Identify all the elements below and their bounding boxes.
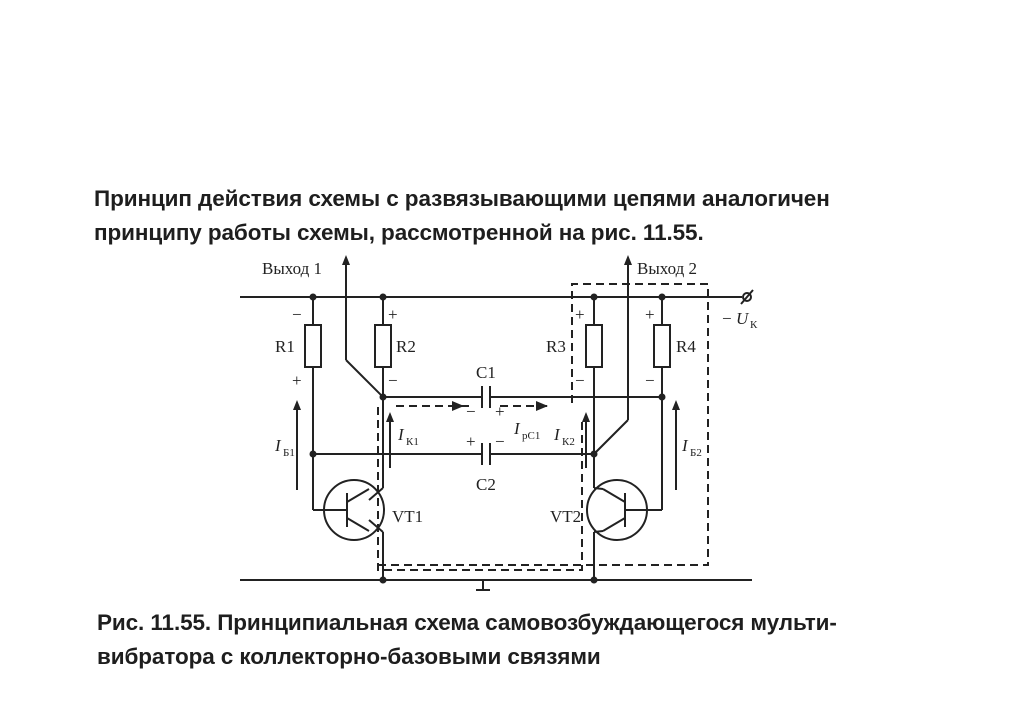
resistor-r1 bbox=[304, 324, 322, 368]
current-ib1-symbol: I bbox=[274, 436, 282, 455]
resistor-r3-label: R3 bbox=[546, 337, 566, 356]
supply-minus-sign: − bbox=[722, 309, 732, 328]
figure-caption: Рис. 11.55. Принципиальная схема самовоз… bbox=[97, 606, 977, 674]
caption-line-2: вибратора с коллекторно-базовыми связями bbox=[97, 644, 601, 669]
output-1-lead bbox=[345, 359, 384, 398]
caption-line-1: Рис. 11.55. Принципиальная схема самовоз… bbox=[97, 610, 837, 635]
junction-dot bbox=[658, 393, 666, 401]
junction-dot bbox=[590, 450, 598, 458]
resistor-r4-label: R4 bbox=[676, 337, 696, 356]
output-2-label: Выход 2 bbox=[637, 259, 697, 278]
c1-minus-sign: − bbox=[466, 402, 476, 421]
current-ipc1-subscript: рС1 bbox=[522, 430, 540, 442]
current-ik1-subscript: К1 bbox=[406, 436, 419, 448]
transistor-vt1 bbox=[323, 479, 385, 541]
resistor-r2 bbox=[374, 324, 392, 368]
capacitor-c1-label: C1 bbox=[476, 363, 496, 382]
capacitor-c2-label: C2 bbox=[476, 475, 496, 494]
junction-dot bbox=[379, 576, 387, 584]
r2-minus-sign: − bbox=[388, 371, 398, 390]
c2-minus-sign: − bbox=[495, 432, 505, 451]
resistor-r3 bbox=[585, 324, 603, 368]
output-2-lead bbox=[593, 419, 629, 455]
junction-dot bbox=[590, 293, 598, 301]
r3-minus-sign: − bbox=[575, 371, 585, 390]
junction-dot bbox=[590, 576, 598, 584]
supply-terminal bbox=[742, 292, 752, 302]
c1-plus-sign: + bbox=[495, 402, 505, 421]
transistor-vt2 bbox=[586, 479, 648, 541]
junction-dot bbox=[658, 293, 666, 301]
junction-dot bbox=[379, 393, 387, 401]
current-ib2-symbol: I bbox=[681, 436, 689, 455]
current-ik2-symbol: I bbox=[553, 425, 561, 444]
junction-dot bbox=[309, 450, 317, 458]
intro-line-1: Принцип действия схемы с развязывающими … bbox=[94, 186, 830, 211]
transistor-vt2-label: VT2 bbox=[550, 507, 581, 526]
current-loop-vt2 bbox=[378, 283, 709, 566]
intro-line-2: принципу работы схемы, рассмотренной на … bbox=[94, 220, 704, 245]
junction-dot bbox=[309, 293, 317, 301]
r2-plus-sign: + bbox=[388, 305, 398, 324]
resistor-r2-label: R2 bbox=[396, 337, 416, 356]
current-loop-vt1 bbox=[377, 407, 583, 571]
r4-plus-sign: + bbox=[645, 305, 655, 324]
current-ik1-symbol: I bbox=[397, 425, 405, 444]
intro-paragraph: Принцип действия схемы с развязывающими … bbox=[94, 182, 974, 250]
current-ik2-subscript: К2 bbox=[562, 436, 575, 448]
resistor-r1-label: R1 bbox=[275, 337, 295, 356]
r1-plus-sign: + bbox=[292, 371, 302, 390]
supply-voltage-symbol: U bbox=[736, 309, 750, 328]
r4-minus-sign: − bbox=[645, 371, 655, 390]
c2-plus-sign: + bbox=[466, 432, 476, 451]
transistor-vt1-label: VT1 bbox=[392, 507, 423, 526]
junction-dot bbox=[379, 293, 387, 301]
output-1-label: Выход 1 bbox=[262, 259, 322, 278]
r3-plus-sign: + bbox=[575, 305, 585, 324]
resistor-r4 bbox=[653, 324, 671, 368]
r1-minus-sign: − bbox=[292, 305, 302, 324]
current-ib2-subscript: Б2 bbox=[690, 447, 702, 459]
current-ib1-subscript: Б1 bbox=[283, 447, 295, 459]
supply-voltage-subscript: К bbox=[750, 319, 758, 331]
current-ipc1-symbol: I bbox=[513, 419, 521, 438]
